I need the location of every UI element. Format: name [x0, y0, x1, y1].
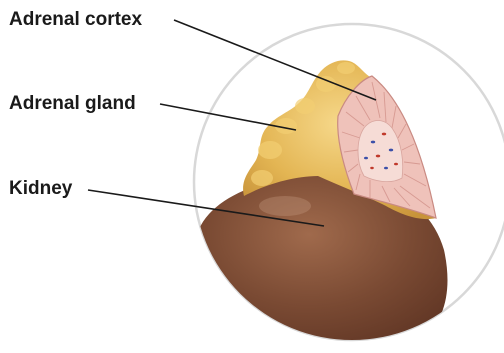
- label-adrenal-gland: Adrenal gland: [9, 94, 136, 113]
- kidney-highlight: [259, 196, 311, 216]
- label-kidney: Kidney: [9, 179, 72, 198]
- label-adrenal-cortex: Adrenal cortex: [9, 10, 142, 29]
